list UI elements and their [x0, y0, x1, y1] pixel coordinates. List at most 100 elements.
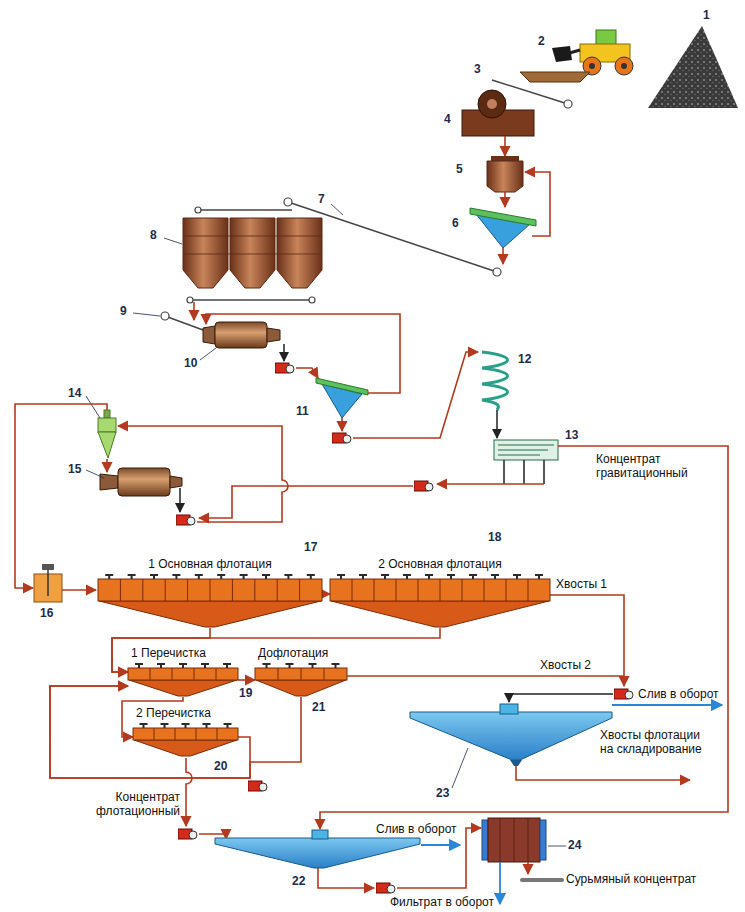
flotation-bank: Дофлотация: [255, 645, 347, 697]
bank-title: 1 Перечистка: [128, 645, 238, 661]
callout-number: 24: [568, 838, 581, 852]
cell-divider: [217, 728, 218, 740]
belt-conveyor: [564, 100, 572, 108]
cell-divider: [396, 579, 397, 601]
jaw-crusher: [487, 99, 497, 109]
concentration-table: [498, 450, 548, 451]
rod-mill: [203, 326, 215, 344]
cell-divider: [277, 579, 278, 601]
callout-number: 1: [703, 8, 710, 22]
callout-number: 23: [436, 786, 449, 800]
conditioner-tank: [47, 570, 49, 596]
filter-press: [482, 818, 546, 862]
belt-conveyor: [161, 312, 169, 320]
cell-divider: [418, 579, 419, 601]
cell-divider: [352, 579, 353, 601]
belt-conveyor: [493, 268, 501, 276]
flow-line: [525, 172, 550, 236]
impeller-drive: [359, 574, 367, 576]
froth-launder: [134, 740, 237, 756]
impeller-drive: [535, 574, 543, 576]
callout-number: 10: [184, 356, 197, 370]
cell-divider: [187, 579, 188, 601]
cell-divider: [299, 579, 300, 601]
cell-body: [128, 668, 238, 680]
thickener: [312, 830, 328, 839]
vibrating-screen: [316, 378, 368, 395]
cell-body: [330, 579, 550, 601]
slurry-pump: [614, 689, 633, 699]
cell-divider: [232, 579, 233, 601]
cell-divider: [172, 668, 173, 680]
impeller-drive: [203, 723, 211, 725]
callout-number: 3: [474, 62, 481, 76]
cone-crusher: [487, 156, 523, 192]
rod-mill: [215, 322, 267, 348]
cell-divider: [142, 579, 143, 601]
flotation-bank: 2 Перечистка: [133, 705, 238, 757]
leader-line: [452, 748, 468, 788]
flow-line: [502, 248, 504, 264]
callout-number: 21: [312, 700, 325, 714]
cell-divider: [175, 728, 176, 740]
impeller-drive: [513, 574, 521, 576]
front-loader: [615, 57, 633, 75]
cell-body: [133, 728, 238, 740]
cell-divider: [196, 728, 197, 740]
impeller-drive: [286, 663, 294, 665]
callout-number: 20: [214, 759, 227, 773]
thickener: [410, 712, 612, 760]
cell-divider: [278, 668, 279, 680]
filter-press: [482, 820, 488, 860]
impeller-drive: [469, 574, 477, 576]
cell-body: [98, 579, 322, 601]
belt-conveyor: [195, 207, 201, 213]
flow-line: [186, 758, 192, 826]
callout-number: 8: [150, 228, 157, 242]
callout-number: 5: [456, 162, 463, 176]
flow-label: Слив в оборот: [376, 822, 457, 836]
storage-bins: [277, 218, 322, 288]
conditioner-tank: [34, 564, 62, 602]
impeller-drive: [309, 663, 317, 665]
flow-label: Фильтрат в оборот: [380, 895, 494, 909]
leader-line: [86, 470, 104, 478]
flow-line: [283, 344, 285, 361]
froth-launder: [256, 680, 346, 696]
cell-divider: [506, 579, 507, 601]
front-loader: [589, 63, 595, 69]
impeller-drive: [223, 663, 231, 665]
bank-title: 1 Основная флотация: [98, 556, 322, 572]
flow-label: Концентрат гравитационный: [596, 452, 708, 480]
flow-line: [353, 352, 478, 438]
impeller-drive: [284, 574, 292, 576]
cell-divider: [528, 579, 529, 601]
rod-mill: [267, 328, 280, 342]
flow-line: [612, 704, 722, 706]
slurry-pump: [248, 781, 267, 791]
storage-bins: [183, 218, 228, 288]
froth-launder: [129, 680, 237, 696]
flow-line: [62, 589, 96, 591]
flow-line: [296, 368, 318, 378]
cell-divider: [194, 668, 195, 680]
cell-divider: [301, 668, 302, 680]
flotation-bank: 1 Перечистка: [128, 645, 238, 697]
impeller-drive: [161, 723, 169, 725]
impeller-drive: [182, 723, 190, 725]
flotation-bank: 1 Основная флотация: [98, 556, 322, 628]
hydrocyclone: [98, 418, 116, 432]
product-conveyor: [522, 880, 562, 881]
ball-mill: [100, 468, 182, 496]
cell-divider: [374, 579, 375, 601]
flow-label: Хвосты 2: [540, 658, 591, 672]
flow-line: [509, 694, 613, 702]
cell-divider: [165, 579, 166, 601]
leader-line: [200, 348, 216, 360]
slurry-pump: [178, 829, 197, 839]
impeller-drive: [140, 723, 148, 725]
feed-hopper: [520, 72, 590, 82]
callout-number: 11: [296, 404, 309, 418]
